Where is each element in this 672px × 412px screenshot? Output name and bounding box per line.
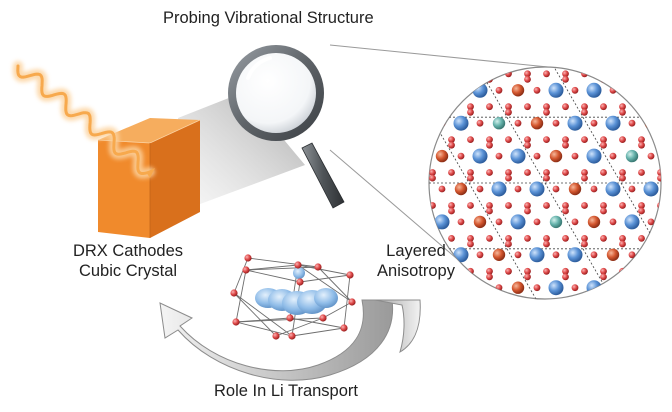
right-label-line2: Anisotropy <box>360 261 472 281</box>
right-label-line1: Layered <box>360 241 472 261</box>
left-label: DRX Cathodes Cubic Crystal <box>44 241 212 281</box>
wavy-light-ray-icon <box>18 66 155 178</box>
title: Probing Vibrational Structure <box>163 8 374 28</box>
left-label-line1: DRX Cathodes <box>44 241 212 261</box>
left-label-line2: Cubic Crystal <box>44 261 212 281</box>
zoom-line-top <box>330 45 548 67</box>
unit-cell-icon <box>230 254 355 339</box>
bottom-label: Role In Li Transport <box>214 381 358 401</box>
right-label: Layered Anisotropy <box>360 241 472 281</box>
